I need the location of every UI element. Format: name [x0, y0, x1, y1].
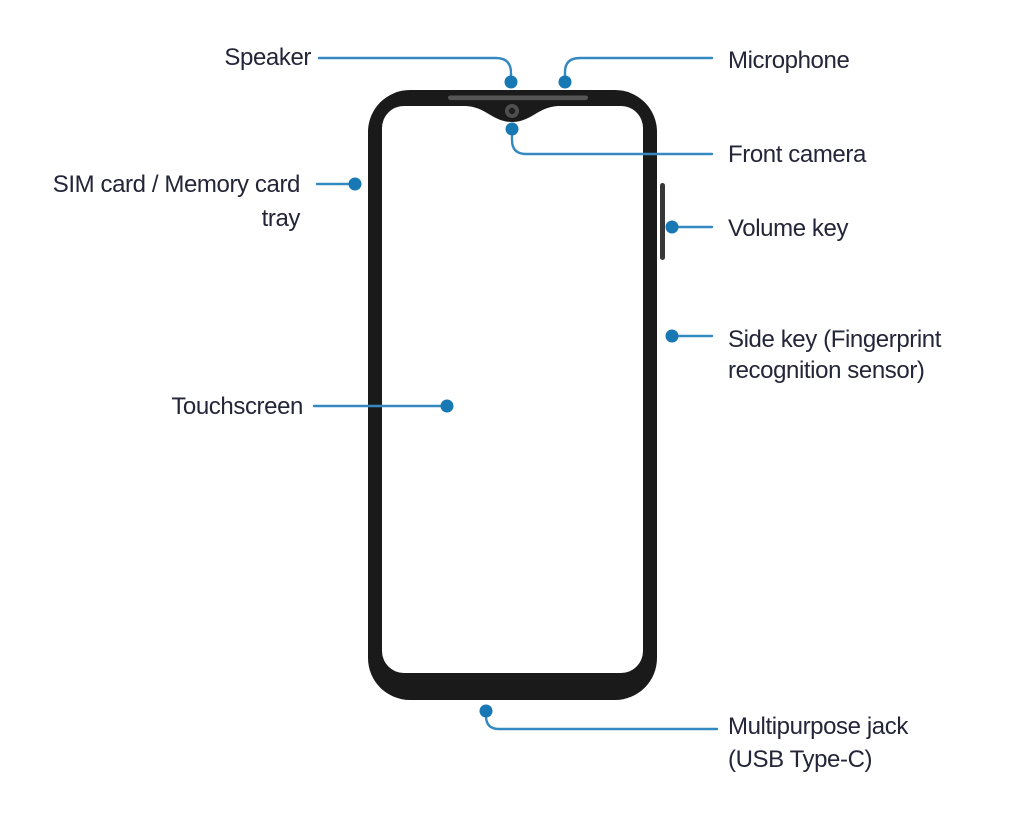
speaker-slit-icon: [448, 95, 588, 101]
side-key-anchor-dot: [665, 329, 679, 343]
microphone-leader-line: [563, 56, 714, 79]
speaker-anchor-dot: [504, 75, 518, 89]
front-camera-label: Front camera: [728, 141, 866, 168]
volume-key-button: [660, 183, 665, 260]
sim-tray-anchor-dot: [348, 177, 362, 191]
phone-screen: [382, 106, 643, 673]
multipurpose-jack-label-line2: (USB Type-C): [728, 746, 873, 773]
side-key-label-line1: Side key (Fingerprint: [728, 326, 942, 353]
multipurpose-jack-label: Multipurpose jack (USB Type-C): [728, 710, 908, 776]
side-key-label-line2: recognition sensor): [728, 357, 925, 384]
multipurpose-jack-anchor-dot: [479, 704, 493, 718]
sim-tray-label-line2: tray: [261, 205, 301, 232]
volume-key-anchor-dot: [665, 220, 679, 234]
volume-key-label: Volume key: [728, 215, 849, 242]
front-camera-anchor-dot: [505, 122, 519, 136]
speaker-leader-line: [317, 56, 513, 79]
side-key-label: Side key (Fingerprint recognition sensor…: [728, 324, 941, 386]
front-camera-lens-core: [508, 107, 516, 115]
speaker-label: Speaker: [224, 44, 311, 71]
touchscreen-anchor-dot: [440, 399, 454, 413]
microphone-label: Microphone: [728, 47, 850, 74]
sim-tray-label-line1: SIM card / Memory card: [52, 171, 301, 198]
multipurpose-jack-leader-line: [484, 714, 719, 731]
microphone-anchor-dot: [558, 75, 572, 89]
sim-tray-label: SIM card / Memory card tray: [52, 168, 301, 236]
touchscreen-label: Touchscreen: [171, 393, 303, 420]
front-camera-leader-line: [510, 132, 714, 156]
multipurpose-jack-label-line1: Multipurpose jack: [728, 713, 908, 740]
